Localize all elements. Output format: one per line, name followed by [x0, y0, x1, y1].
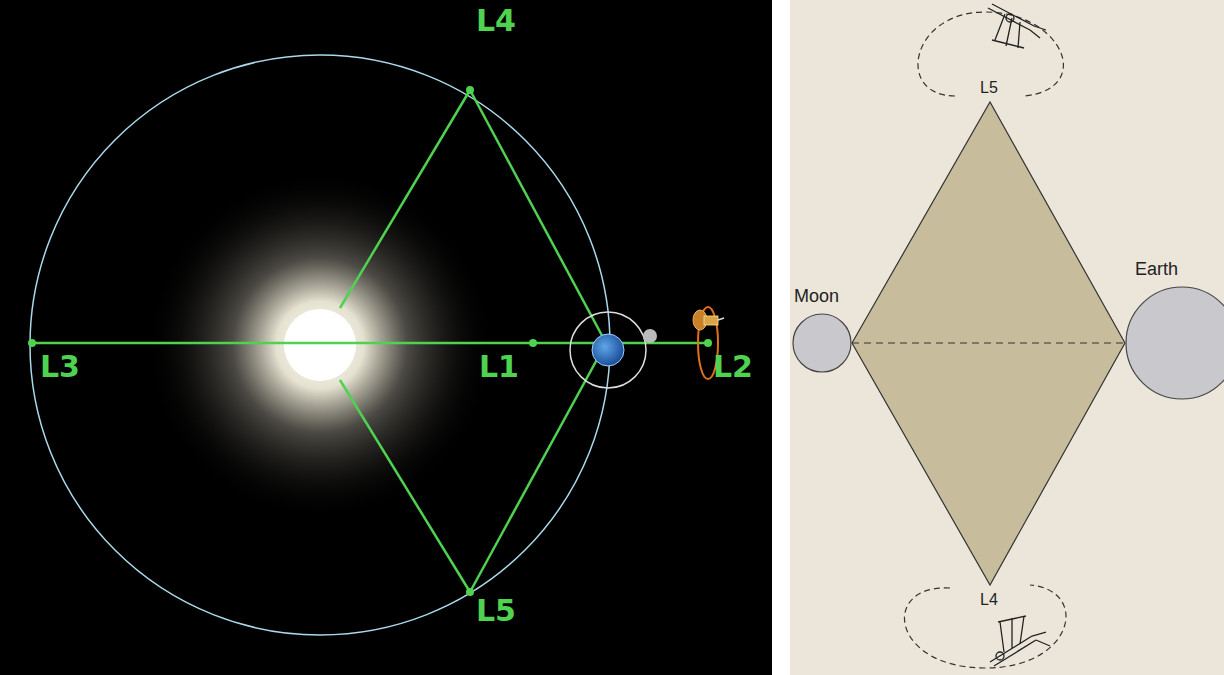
- circle-outline: [1125, 286, 1224, 400]
- dashed-connector: [852, 342, 1125, 343]
- lagrange-label: L3: [40, 352, 80, 382]
- moon-circle: Moon: [792, 313, 852, 373]
- libration-loops: [904, 12, 1066, 668]
- circle-outline: [792, 313, 852, 373]
- lagrange-label: L5: [980, 80, 998, 96]
- lagrange-label: L5: [476, 596, 516, 626]
- body-name: Earth: [1135, 260, 1178, 278]
- lagrange-diamond: [852, 102, 1125, 585]
- earth-orbit: [30, 55, 610, 635]
- lagrange-points: [28, 86, 712, 596]
- lagrange-label: L1: [479, 352, 519, 382]
- lagrange-label: L2: [713, 352, 753, 382]
- lagrange-lines: [32, 90, 708, 592]
- body-name: Moon: [794, 287, 839, 305]
- panel-gap: [772, 0, 790, 675]
- sun-glow: [145, 170, 495, 520]
- body-circle: [1126, 287, 1224, 399]
- earth-circle: Earth: [1125, 286, 1224, 400]
- spacecraft: [693, 310, 724, 330]
- space-station-top: [988, 4, 1046, 48]
- sun: [284, 309, 356, 381]
- space-background: [0, 0, 772, 675]
- body-circle: [793, 314, 851, 372]
- moon-body: [643, 329, 657, 343]
- earth-planet: [592, 334, 624, 366]
- lagrange-label: L4: [476, 6, 516, 36]
- space-station-bottom: [990, 616, 1050, 666]
- lagrange-label: L4: [980, 592, 998, 608]
- moon-orbit: [570, 312, 646, 388]
